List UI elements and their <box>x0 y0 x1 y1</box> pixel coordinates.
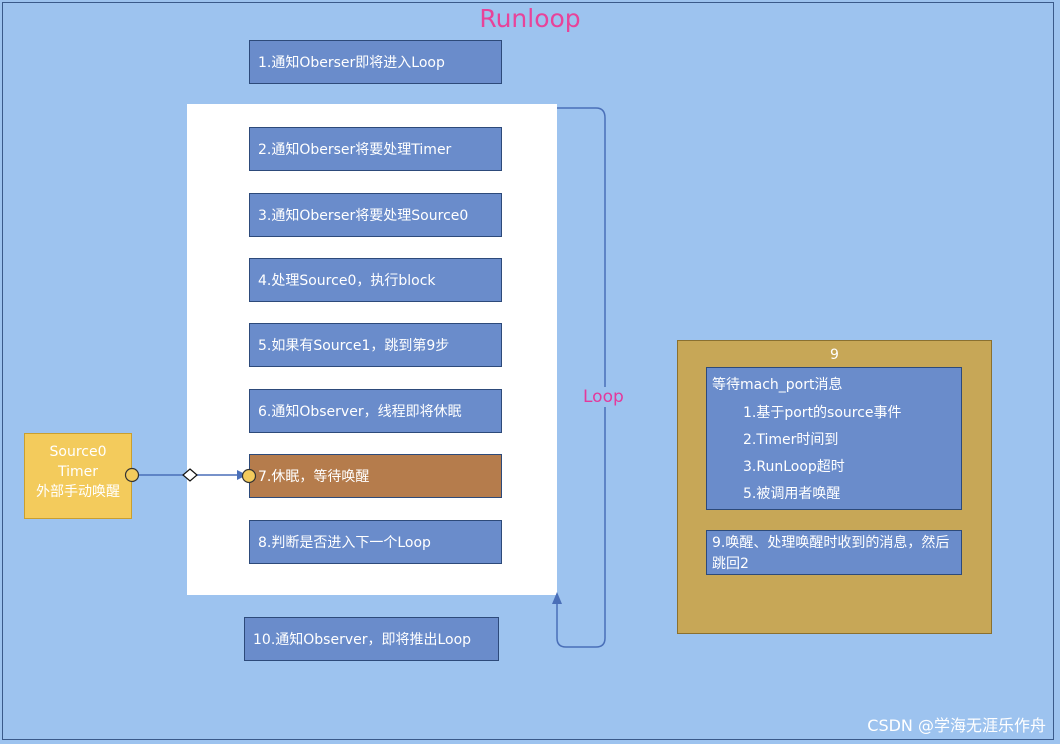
loop-arrowhead <box>552 592 562 604</box>
step-7-sleep: 7.休眠，等待唤醒 <box>249 454 502 498</box>
step-10-exit-loop: 10.通知Observer，即将推出Loop <box>244 617 499 661</box>
step-5-source1-jump: 5.如果有Source1，跳到第9步 <box>249 323 502 367</box>
diagram-title: Runloop <box>479 4 581 33</box>
wait-item-port-source: 1.基于port的source事件 <box>743 405 902 421</box>
wait-mach-port-box: 等待mach_port消息 1.基于port的source事件 2.Timer时… <box>706 367 962 510</box>
wait-item-timeout: 3.RunLoop超时 <box>743 459 845 475</box>
step-8-next-loop: 8.判断是否进入下一个Loop <box>249 520 502 564</box>
sleep-port-circle <box>241 468 257 484</box>
wait-item-caller-wakeup: 5.被调用者唤醒 <box>743 486 841 502</box>
wait-header: 等待mach_port消息 <box>712 377 843 393</box>
step-6-before-sleep: 6.通知Observer，线程即将休眠 <box>249 389 502 433</box>
step-4-process-source0: 4.处理Source0，执行block <box>249 258 502 302</box>
source-line-source0: Source0 <box>49 444 107 460</box>
step-9-container: 9 等待mach_port消息 1.基于port的source事件 2.Time… <box>677 340 992 634</box>
loop-back-arrow <box>556 107 606 648</box>
step-2-timer: 2.通知Oberser将要处理Timer <box>249 127 502 171</box>
source-line-manual: 外部手动唤醒 <box>36 484 120 500</box>
connector-diamond <box>182 468 198 482</box>
source-port-circle <box>124 467 140 483</box>
source-line-timer: Timer <box>57 464 99 480</box>
step-9-title: 9 <box>830 347 839 363</box>
step-1-enter-loop: 1.通知Oberser即将进入Loop <box>249 40 502 84</box>
wait-item-timer: 2.Timer时间到 <box>743 432 839 448</box>
wake-and-jump-box: 9.唤醒、处理唤醒时收到的消息，然后跳回2 <box>706 530 962 575</box>
loop-label: Loop <box>582 387 625 407</box>
step-3-source0: 3.通知Oberser将要处理Source0 <box>249 193 502 237</box>
watermark: CSDN @学海无涯乐作舟 <box>867 716 1046 735</box>
